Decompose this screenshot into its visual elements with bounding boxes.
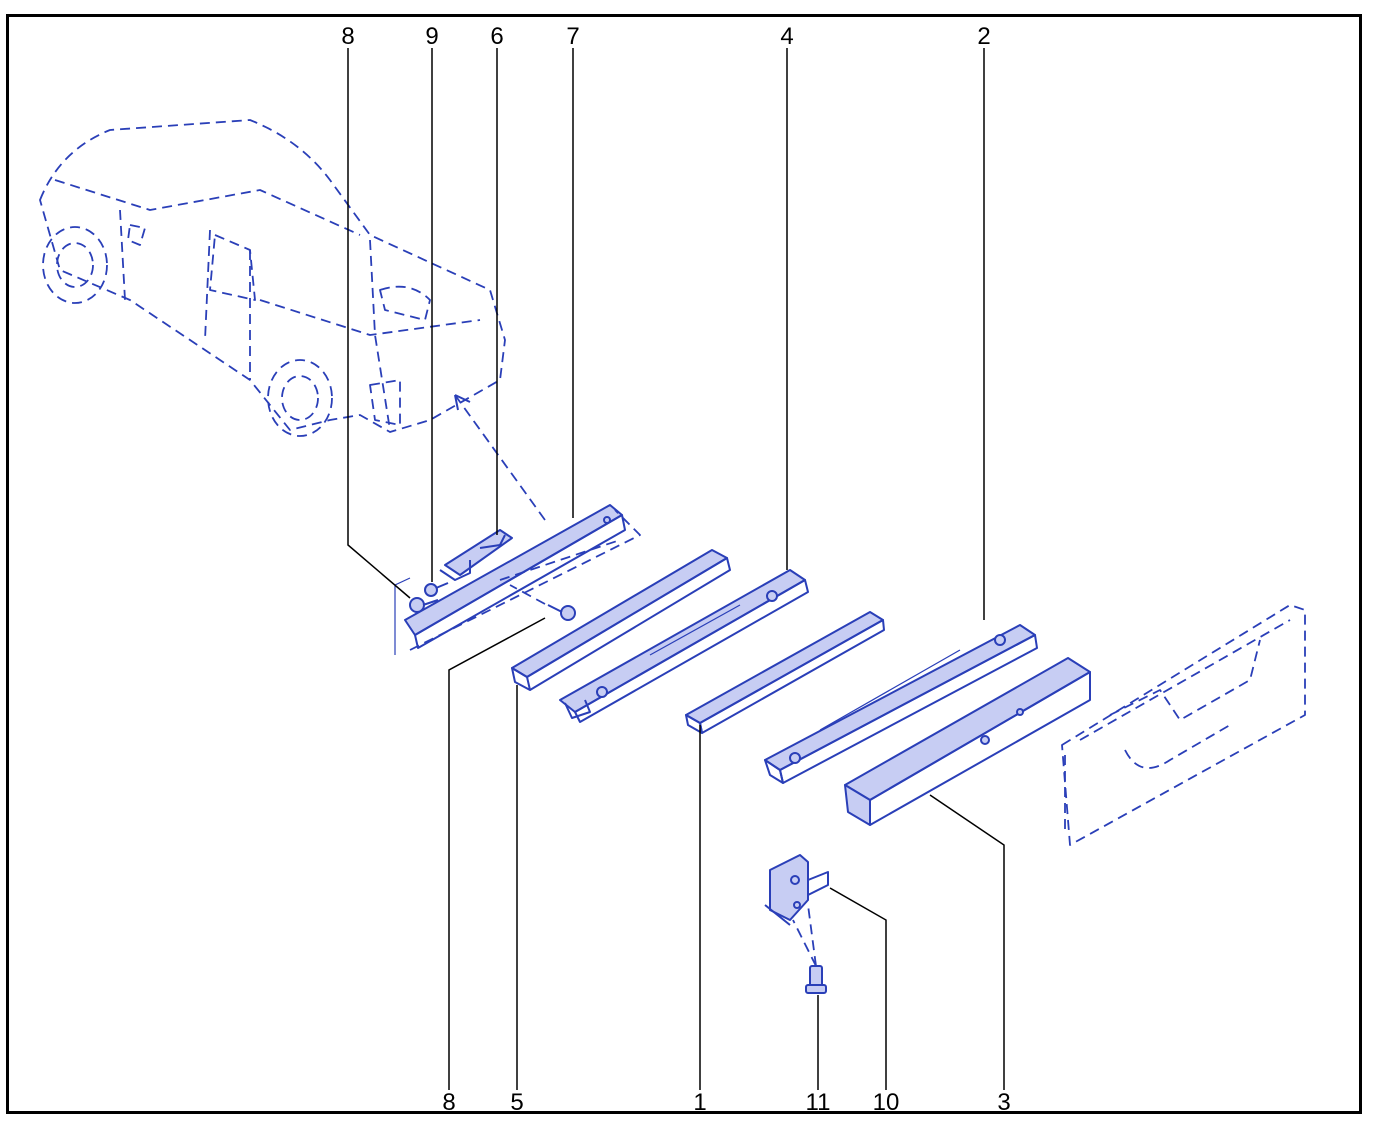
callout-2: 2 bbox=[977, 23, 990, 50]
callout-1: 1 bbox=[693, 1089, 706, 1116]
part-10-hinge-bracket bbox=[764, 854, 829, 926]
callout-8-top: 8 bbox=[341, 23, 354, 50]
callout-5: 5 bbox=[510, 1089, 523, 1116]
part-1-rail bbox=[685, 611, 885, 734]
callout-7: 7 bbox=[566, 23, 579, 50]
callout-8-bottom: 8 bbox=[442, 1089, 455, 1116]
diagram-frame bbox=[6, 14, 1362, 1114]
callouts-bottom: 8 5 1 11 10 3 bbox=[442, 1089, 1010, 1116]
part-6-bracket bbox=[439, 529, 513, 581]
tailgate-outline bbox=[1061, 604, 1306, 846]
callout-10: 10 bbox=[873, 1089, 900, 1116]
part-3-box-beam bbox=[844, 657, 1091, 826]
callout-3: 3 bbox=[997, 1089, 1010, 1116]
part-7-mounting-plate bbox=[394, 504, 641, 655]
callout-9: 9 bbox=[425, 23, 438, 50]
callout-6: 6 bbox=[490, 23, 503, 50]
leader-lines bbox=[347, 48, 1005, 1090]
callout-11: 11 bbox=[806, 1089, 831, 1116]
part-11-bolt bbox=[792, 904, 827, 994]
part-4-slide-rail bbox=[559, 569, 809, 723]
part-5-rail bbox=[511, 549, 731, 691]
callout-4: 4 bbox=[780, 23, 793, 50]
part-8-bolt-top bbox=[409, 597, 439, 613]
part-9-bolt bbox=[424, 582, 449, 597]
part-8-bolt-bottom bbox=[509, 584, 576, 621]
callouts-top: 8 9 6 7 4 2 bbox=[341, 23, 990, 50]
part-2-frame-rail bbox=[764, 624, 1038, 784]
vehicle-outline bbox=[39, 119, 546, 521]
